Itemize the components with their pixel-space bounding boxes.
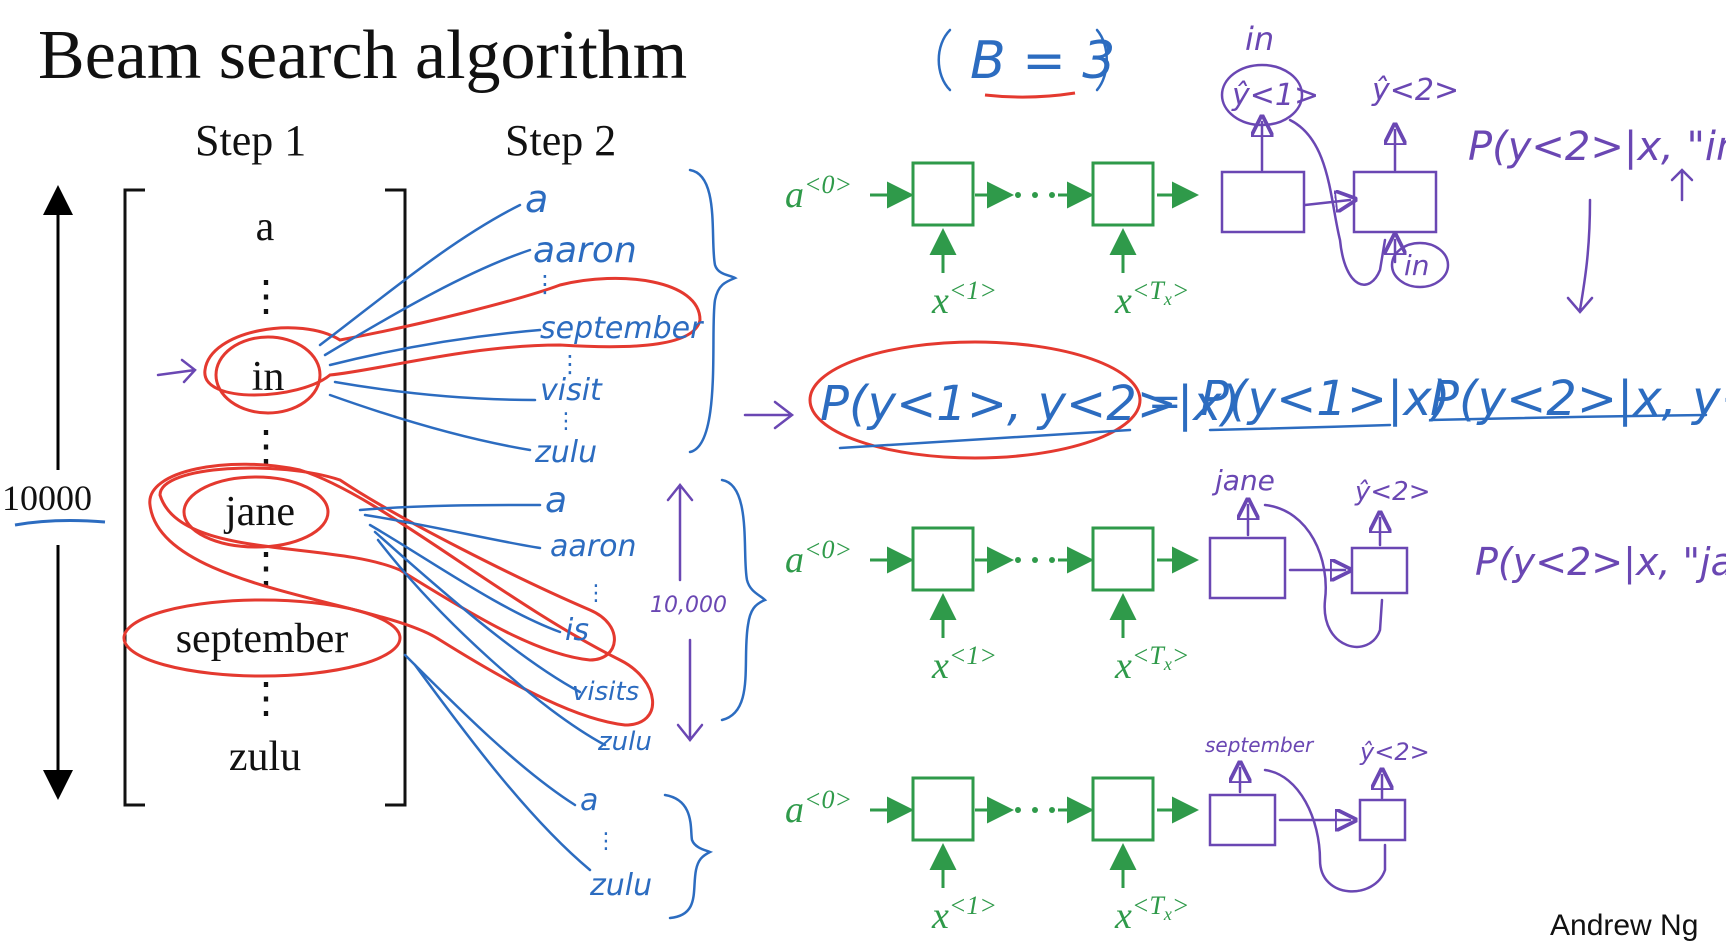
- branch-size-arrow: 10,000: [650, 482, 727, 743]
- formula-arrow-down: [1566, 198, 1594, 314]
- joint-prefix-arrow: [743, 400, 795, 430]
- encoder-cell-T: [1091, 161, 1155, 227]
- vocab-ellipsis-1: ⋮: [245, 274, 287, 320]
- input-xT-label: x<Tx>: [1114, 891, 1189, 937]
- branch-jane-word-is: is: [565, 613, 589, 648]
- input-x1-label: x<1>: [931, 891, 997, 937]
- beam-width-annotation: B = 3: [937, 28, 1115, 99]
- branch-sep-word-zulu: zulu: [589, 868, 652, 903]
- selected-word-highlights: [122, 276, 702, 727]
- encoder-cell-T: [1091, 776, 1155, 842]
- rnn-rows: a<0> x<1> x<Tx> a<0> x<1> x<Tx> a<0> x<1> x<Tx>: [785, 161, 1199, 937]
- vocab-word-jane: jane: [223, 489, 295, 535]
- ellipsis-dot: [1049, 192, 1055, 198]
- branch-in-word-visit: visit: [540, 373, 603, 408]
- branch-in-ellipsis-2: ⋮: [558, 350, 582, 378]
- branch-lines-in: [318, 203, 542, 452]
- brace-in: [688, 168, 738, 454]
- decoder-row1-input: in: [1245, 20, 1274, 58]
- joint-highlight: [808, 340, 1142, 460]
- branch-jane-ellipsis: ⋮: [585, 581, 607, 606]
- decoder-row1-y1: ŷ<1>: [1231, 78, 1319, 113]
- brace-september: [663, 793, 714, 920]
- vocab-word-a: a: [256, 204, 275, 250]
- decoder-cell-3a: [1208, 793, 1277, 847]
- encoder-cell-1: [911, 161, 975, 227]
- decoder-row1-y2: ŷ<2>: [1371, 73, 1459, 108]
- branch-in-word-a: a: [525, 177, 548, 221]
- input-xT-label: x<Tx>: [1114, 276, 1189, 322]
- branch-jane-word-a: a: [545, 480, 567, 521]
- activation-init-label: a<0>: [785, 170, 852, 216]
- ellipsis-dot: [1032, 557, 1038, 563]
- formula-joint: P(y<1>, y<2>|x): [820, 376, 1240, 432]
- decoder-row3-y2: ŷ<2>: [1359, 738, 1430, 766]
- input-x1-label: x<1>: [931, 276, 997, 322]
- ellipsis-dot: [1015, 192, 1021, 198]
- ellipsis-dot: [1032, 192, 1038, 198]
- decoder-cell-1b: [1352, 170, 1438, 234]
- encoder-row-3: a<0> x<1> x<Tx>: [785, 776, 1199, 937]
- encoder-cell-1: [911, 526, 975, 592]
- step1-label: Step 1: [195, 116, 306, 165]
- encoder-cell-1: [911, 776, 975, 842]
- branch-sep-word-a: a: [580, 783, 598, 818]
- decoder-row-2: jane ŷ<2>: [1208, 464, 1431, 648]
- decoder-cell-2b: [1350, 546, 1409, 595]
- vocab-bracket: [123, 188, 407, 807]
- decoder-row1-feed: in: [1404, 249, 1430, 282]
- ellipsis-dot: [1015, 557, 1021, 563]
- vocab-ellipsis-3: ⋮: [245, 546, 287, 592]
- vocab-size-arrow: 10000: [2, 185, 106, 800]
- activation-init-label: a<0>: [785, 785, 852, 831]
- branch-sep-ellipsis: ⋮: [595, 829, 617, 854]
- brace-jane: [720, 478, 768, 722]
- branch-jane-word-zulu: zulu: [597, 727, 652, 757]
- formula-cond-jane: P(y<2>|x, "jane"): [1475, 540, 1726, 585]
- encoder-cell-T: [1091, 526, 1155, 592]
- formula-p-y1: P(y<1>|x): [1200, 371, 1450, 427]
- encoder-row-2: a<0> x<1> x<Tx>: [785, 526, 1199, 687]
- decoder-cell-3b: [1358, 798, 1407, 842]
- branch-in-word-aaron: aaron: [533, 230, 637, 271]
- decoder-cell-2a: [1208, 536, 1287, 600]
- branch-in-ellipsis-1: ⋮: [533, 270, 557, 298]
- branch-lines-jane: [358, 503, 607, 747]
- decoder-row-3: september ŷ<2>: [1205, 733, 1430, 893]
- formula-arrow-up: [1670, 168, 1694, 202]
- decoder-row2-y2: ŷ<2>: [1354, 477, 1431, 507]
- input-xT-label: x<Tx>: [1114, 641, 1189, 687]
- decoder-row3-input: september: [1205, 733, 1315, 757]
- vocab-ellipsis-2: ⋮: [245, 424, 287, 470]
- decoder-cell-1a: [1220, 170, 1306, 234]
- branch-jane-word-aaron: aaron: [550, 529, 636, 564]
- slide-title: Beam search algorithm: [38, 17, 687, 94]
- branch-in-word-september: september: [540, 311, 704, 346]
- step2-label: Step 2: [505, 116, 616, 165]
- vocab-word-zulu: zulu: [229, 734, 301, 780]
- formula-cond-in: P(y<2>|x, "in"): [1468, 124, 1726, 170]
- branch-jane-word-visits: visits: [572, 677, 639, 707]
- decoder-row-1: in ŷ<1> ŷ<2> in: [1220, 20, 1459, 289]
- beam-width-label: B = 3: [970, 31, 1115, 91]
- ellipsis-dot: [1049, 557, 1055, 563]
- branch-lines-september: [403, 653, 592, 872]
- vocab-word-september: september: [176, 616, 349, 662]
- branch-size-label: 10,000: [650, 593, 727, 618]
- ellipsis-dot: [1049, 807, 1055, 813]
- branch-in-ellipsis-3: ⋮: [555, 409, 577, 434]
- input-x1-label: x<1>: [931, 641, 997, 687]
- branch-in-word-zulu: zulu: [534, 435, 597, 470]
- encoder-row-1: a<0> x<1> x<Tx>: [785, 161, 1199, 322]
- ellipsis-dot: [1032, 807, 1038, 813]
- selected-arrow-in: [156, 358, 197, 384]
- ellipsis-dot: [1015, 807, 1021, 813]
- activation-init-label: a<0>: [785, 535, 852, 581]
- author-credit: Andrew Ng: [1550, 909, 1698, 942]
- formula-equals: =: [1148, 379, 1182, 425]
- decoder-row2-input: jane: [1211, 464, 1275, 497]
- vocab-ellipsis-4: ⋮: [245, 676, 287, 722]
- vocab-size-label: 10000: [2, 478, 92, 518]
